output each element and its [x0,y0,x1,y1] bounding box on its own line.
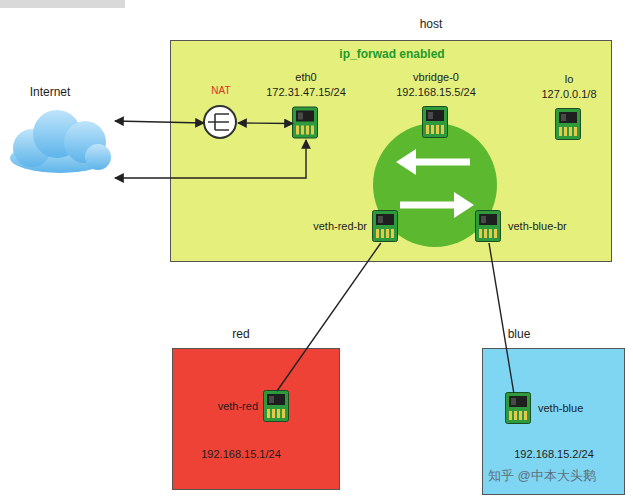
node-detail: 192.168.15.1/24 [201,448,281,461]
node-label: red [232,327,249,341]
interface-node: eth0172.31.47.15/24 [293,107,319,140]
bridge-symbol [373,123,497,247]
connector [489,243,514,393]
internet-cloud [10,110,111,173]
node-label: eth0 [295,71,316,84]
top-tab [0,0,125,8]
node-label: veth-red [218,400,258,413]
node-label: lo [565,73,574,86]
node-label: veth-blue [538,402,583,415]
connector [115,140,306,178]
connector [115,121,204,123]
internet-cloud-node: Internet [5,105,115,185]
node-label: vbridge-0 [413,71,459,84]
node-detail: 192.168.15.2/24 [514,448,594,461]
node-label: NAT [211,85,230,97]
connector [238,122,293,124]
node-label: Internet [30,85,71,99]
node-detail: 172.31.47.15/24 [266,86,346,99]
node-label: veth-red-br [313,220,367,233]
node-detail: ip_forwad enabled [339,47,444,61]
interface-node: lo127.0.0.1/8 [556,109,582,141]
interface-node: vbridge-0192.168.15.5/24 [423,107,449,139]
interface-node: veth-red-br [373,211,399,243]
nat-symbol [204,106,236,138]
nic-icons [264,107,581,424]
interface-node: veth-red [264,391,290,423]
node-label: veth-blue-br [508,220,567,233]
connector [277,243,381,391]
interface-node: veth-blue [506,393,532,425]
watermark: 知乎 @中本大头鹅 [488,468,596,484]
node-label: blue [508,327,531,341]
node-detail: 192.168.15.5/24 [396,86,476,99]
node-label: host [420,17,443,31]
namespace-box: red192.168.15.1/24veth-red [172,348,340,490]
host-box: hostip_forwad enabledNATeth0172.31.47.15… [170,40,612,262]
node-detail: 127.0.0.1/8 [541,88,596,101]
nat-node: NAT [204,106,238,140]
interface-node: veth-blue-br [476,211,502,243]
